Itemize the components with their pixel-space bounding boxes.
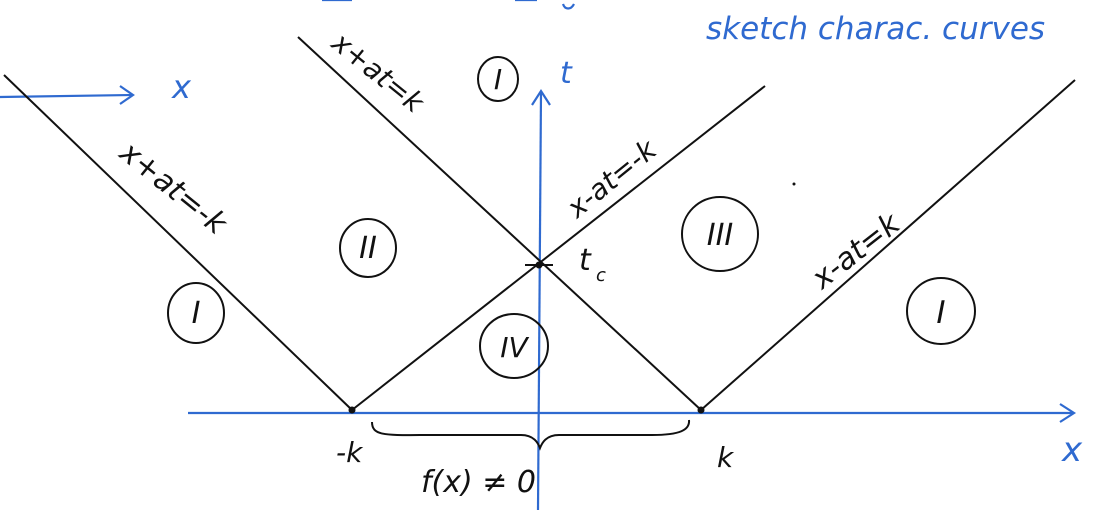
- line-right: [700, 79, 1076, 411]
- x-axis-upper-left-arrowhead: [119, 85, 135, 105]
- right-intercept-label: k: [717, 441, 735, 474]
- region-label-far-right: I: [936, 295, 945, 331]
- t-axis-arrowhead: [531, 88, 551, 106]
- header-note: sketch charac. curves: [706, 11, 1045, 47]
- line-left-inner: [297, 36, 702, 411]
- line-equations-group: x+at=-k x+at=k x-at=-k x-at=k: [112, 25, 908, 297]
- crossing-time-label: t: [579, 243, 592, 278]
- point-right-intercept: [697, 406, 705, 414]
- marked-points-group: [348, 261, 705, 414]
- region-label-bottom-center: IV: [500, 331, 529, 364]
- upper-left-x-label: x: [171, 68, 192, 106]
- region-circle-bottom-center: [479, 313, 549, 379]
- x-axis-label: x: [1061, 430, 1083, 470]
- line-label-left-inner: x+at=k: [325, 25, 432, 120]
- region-label-far-left: I: [192, 296, 201, 331]
- stray-dot: [792, 182, 796, 186]
- region-circle-left-middle: [339, 218, 397, 278]
- region-label-right-middle: III: [707, 218, 734, 253]
- crossing-time-subscript: c: [596, 265, 606, 286]
- region-circle-far-left: [167, 282, 225, 344]
- region-labels-group: I II I III IV I: [192, 63, 946, 364]
- bottom-annotation: f(x) ≠ 0: [421, 465, 536, 500]
- region-label-upper-top: I: [494, 63, 502, 96]
- left-intercept-label: -k: [336, 436, 364, 469]
- point-left-intercept: [348, 406, 356, 414]
- region-label-left-middle: II: [359, 231, 377, 266]
- line-left-outer: [3, 74, 353, 411]
- x-axis-upper-left: [0, 93, 133, 99]
- t-axis: [536, 91, 543, 511]
- top-cropped-stroke-right: [561, 3, 575, 10]
- line-label-left-outer: x+at=-k: [112, 134, 234, 242]
- interval-brace: [371, 419, 691, 451]
- region-circle-far-right: [906, 277, 976, 345]
- region-circles-group: [167, 56, 976, 379]
- axes-group: [0, 85, 1077, 511]
- region-circle-upper-top: [477, 56, 519, 102]
- region-circle-right-middle: [681, 196, 759, 272]
- line-middle: [351, 85, 766, 411]
- t-axis-label: t: [560, 56, 573, 91]
- characteristic-lines-group: [3, 36, 1076, 411]
- line-label-right: x-at=k: [805, 205, 908, 297]
- point-labels-group: -k k t c: [336, 243, 735, 474]
- axis-labels-group: x t x: [171, 56, 1083, 470]
- x-axis-bottom-arrowhead: [1059, 403, 1077, 423]
